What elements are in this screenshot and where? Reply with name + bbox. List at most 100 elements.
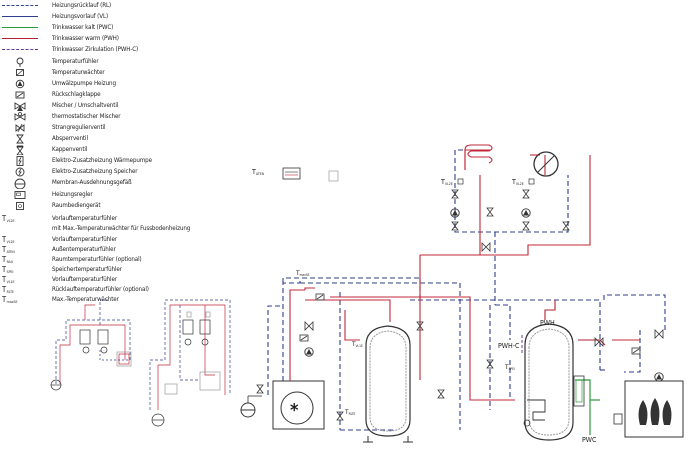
sensor-code: TVL2E: [2, 235, 15, 244]
shutoff-valve-icon: [16, 134, 24, 144]
legend-row-symbol: Temperaturwächter: [0, 68, 250, 78]
flow-line-sample: [2, 16, 38, 17]
sensor-maxse-label: TmaxSE: [295, 269, 310, 277]
check-valve-icon: [15, 91, 25, 99]
boiler-unit: [613, 380, 684, 438]
thumbnail-diagram-2: [149, 299, 231, 427]
legend-row-symbol: Umwälzpumpe Heizung: [0, 79, 250, 89]
circulation-pump-icon: [304, 347, 314, 357]
sensor-rlte-label: TRLTE: [344, 408, 355, 416]
svg-text:TVL1E: TVL1E: [351, 340, 363, 348]
legend-label: Elektro-Zusatzheizung Wärmepumpe: [52, 157, 152, 164]
legend-row-symbol: Elektro-Zusatzheizung Speicher: [0, 167, 250, 177]
legend-label: Temperaturwächter: [52, 69, 105, 76]
sensor-vl1e-label: TVL1E: [351, 340, 363, 348]
buffer-tank: [363, 325, 413, 443]
circulation-pump-icon: [15, 79, 25, 89]
heatpump-electric-heater-icon: [16, 156, 24, 166]
heating-flow-lines: [289, 149, 640, 401]
legend-label: Rücklauftemperaturfühler (optional): [52, 286, 149, 293]
legend-label: Mischer / Umschaltventil: [52, 102, 119, 109]
legend-row-symbol: Strangregulierventil: [0, 123, 250, 133]
legend-row-sensor: TSPEI Speichertemperaturfühler: [0, 265, 250, 275]
legend-row-pwc: Trinkwasser kalt (PWC): [0, 23, 250, 33]
legend-row-symbol: thermostatischer Mischer: [0, 112, 250, 122]
cap-valve-icon: [16, 145, 24, 155]
legend-row-sensor: TmaxSE Max.-Temperaturwächter: [0, 295, 250, 305]
temperature-sensor-icon: [16, 57, 24, 67]
svg-text:TVL2E: TVL2E: [511, 178, 524, 186]
legend-row-pwh: Trinkwasser warm (PWH): [0, 34, 250, 44]
legend-label: Speichertemperaturfühler: [52, 266, 122, 273]
legend-row-sensor: TVL2E Vorlauftemperaturfühler: [0, 214, 250, 224]
shutoff-valve-icon: [256, 207, 570, 421]
svg-text:TRLTE: TRLTE: [344, 408, 355, 416]
storage-electric-heater-icon: [15, 167, 25, 177]
legend-row-symbol: Elektro-Zusatzheizung Wärmepumpe: [0, 156, 250, 166]
aten-sensor-symbol: TATEN: [251, 168, 265, 176]
heat-pump-unit: *: [272, 380, 325, 430]
floor-heating-coil: [464, 144, 493, 170]
legend-label: Heizungsvorlauf (VL): [52, 13, 109, 20]
temperature-guard-icon: [16, 69, 24, 76]
legend-label: Trinkwasser warm (PWH): [52, 35, 119, 42]
radiator-icon: [533, 151, 559, 177]
sensor-code: TmaxSE: [2, 295, 18, 304]
legend-row-symbol: Membran-Ausdehnungsgefäß: [0, 178, 250, 189]
hot-water-tank: [523, 323, 585, 441]
pwhc-label: PWH-C: [498, 342, 520, 350]
legend-label: Vorlauftemperaturfühler: [52, 276, 118, 283]
legend-row-vl: Heizungsvorlauf (VL): [0, 12, 250, 22]
legend-row-sensor-continued: mit Max.-Temperaturwächter für Fussboden…: [0, 224, 250, 234]
legend: Heizungsrücklauf (RL) Heizungsvorlauf (V…: [0, 0, 250, 310]
heating-return-lines: [267, 149, 666, 431]
legend-row-symbol: Kappenventil: [0, 145, 250, 155]
legend-label: mit Max.-Temperaturwächter für Fussboden…: [52, 225, 191, 232]
sensor-code: TVL2E: [2, 214, 15, 223]
circulation-pump-icon: [654, 372, 664, 382]
sensor-code: TRAU: [2, 255, 14, 264]
svg-text:TSPEI: TSPEI: [504, 363, 515, 371]
legend-label: Raumtemperaturfühler (optional): [52, 256, 142, 263]
mixer-valve-icon: [304, 189, 664, 347]
legend-row-symbol: Heizungsregler: [0, 190, 250, 200]
thumbnail-diagram-1: [50, 299, 132, 391]
legend-row-symbol: Rückschlagklappe: [0, 90, 250, 100]
legend-label: Rückschlagklappe: [52, 91, 101, 98]
sensor-code: TATEN: [2, 245, 15, 254]
mixer-valve-icon: [14, 102, 26, 111]
legend-label: Trinkwasser kalt (PWC): [52, 24, 114, 31]
room-unit-icon: [328, 170, 339, 182]
legend-row-rl: Heizungsrücklauf (RL): [0, 1, 250, 11]
pwc-label: PWC: [582, 436, 597, 444]
sensor-code: TRLTE: [2, 285, 14, 294]
svg-text:TVL2E: TVL2E: [440, 178, 453, 186]
circulation-pump-icon: [521, 208, 531, 218]
expansion-vessel-icon: [14, 178, 26, 189]
legend-row-symbol: Raumbediengerät: [0, 201, 250, 211]
legend-label: Elektro-Zusatzheizung Speicher: [52, 168, 138, 175]
svg-text:TATEN: TATEN: [251, 168, 265, 176]
legend-label: Heizungsrücklauf (RL): [52, 2, 112, 9]
legend-label: thermostatischer Mischer: [52, 113, 121, 120]
legend-row-symbol: Temperaturfühler: [0, 57, 250, 67]
legend-row-pwhc: Trinkwasser Zirkulation (PWH-C): [0, 45, 250, 55]
legend-label: Max.-Temperaturwächter: [52, 296, 119, 303]
legend-label: Trinkwasser Zirkulation (PWH-C): [52, 46, 139, 53]
legend-label: Vorlauftemperaturfühler: [52, 215, 118, 222]
legend-row-sensor: TVL2E Vorlauftemperaturfühler: [0, 235, 250, 245]
legend-label: Absperrventil: [52, 135, 88, 142]
heating-controller-icon: [282, 167, 301, 180]
legend-row-sensor: TVL1E Vorlauftemperaturfühler: [0, 275, 250, 285]
expansion-vessel-icon: [240, 395, 262, 418]
sensor-code: TSPEI: [2, 265, 14, 274]
svg-text:TmaxSE: TmaxSE: [295, 269, 310, 277]
circulation-line-sample: [2, 49, 38, 50]
return-line-sample: [2, 5, 38, 6]
legend-label: Umwälzpumpe Heizung: [52, 80, 116, 87]
room-unit-icon: [16, 202, 24, 210]
circulation-pump-icon: [450, 208, 460, 218]
legend-label: Heizungsregler: [52, 191, 93, 198]
legend-row-sensor: TRAU Raumtemperaturfühler (optional): [0, 255, 250, 265]
